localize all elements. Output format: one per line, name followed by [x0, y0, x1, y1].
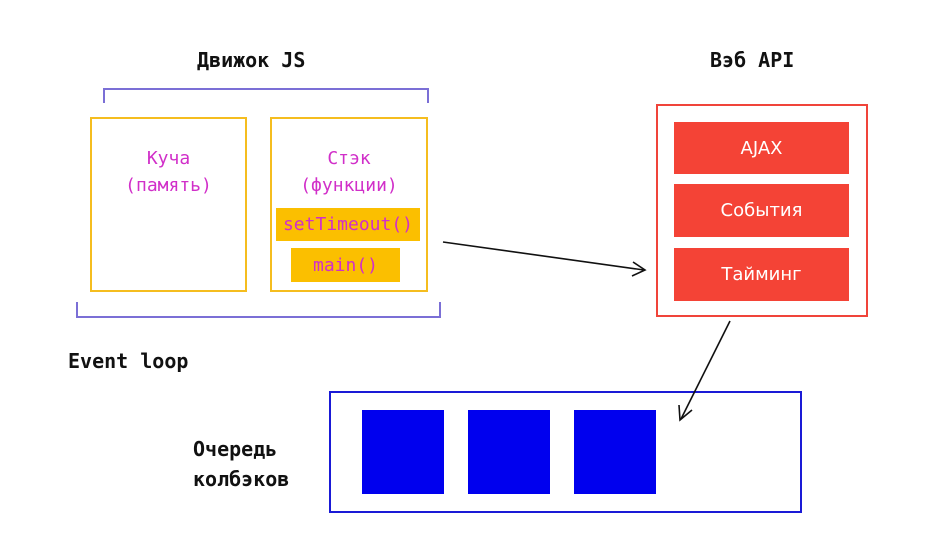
stack-frame-main: main()	[291, 248, 400, 282]
arrow-stack-to-webapi	[442, 241, 647, 277]
web-api-item-timing: Тайминг	[674, 248, 849, 301]
web-api-item-ajax: AJAX	[674, 122, 849, 174]
callback-queue-label-line2: колбэков	[193, 467, 290, 491]
stack-label-line1: Стэк	[327, 148, 371, 169]
heap-label-line1: Куча	[146, 148, 191, 169]
callback-queue-label-line1: Очередь	[193, 437, 278, 461]
stack-frame-settimeout: setTimeout()	[276, 208, 420, 241]
callback-queue-label: Очередь колбэков	[193, 434, 289, 494]
heap-label-line2: (память)	[125, 175, 212, 196]
arrow-webapi-to-queue	[678, 320, 731, 422]
heap-label: Куча (память)	[92, 145, 245, 199]
heap-box: Куча (память)	[90, 117, 247, 292]
stack-label: Стэк (функции)	[272, 145, 426, 199]
queue-item	[362, 410, 444, 494]
event-loop-label: Event loop	[68, 349, 189, 373]
web-api-title: Вэб API	[710, 48, 795, 72]
engine-bracket-top	[103, 88, 429, 103]
engine-title: Движок JS	[197, 48, 306, 72]
event-loop-bracket-bottom	[76, 302, 441, 318]
stack-label-line2: (функции)	[300, 175, 398, 196]
queue-item	[574, 410, 656, 494]
queue-item	[468, 410, 550, 494]
web-api-item-events: События	[674, 184, 849, 237]
